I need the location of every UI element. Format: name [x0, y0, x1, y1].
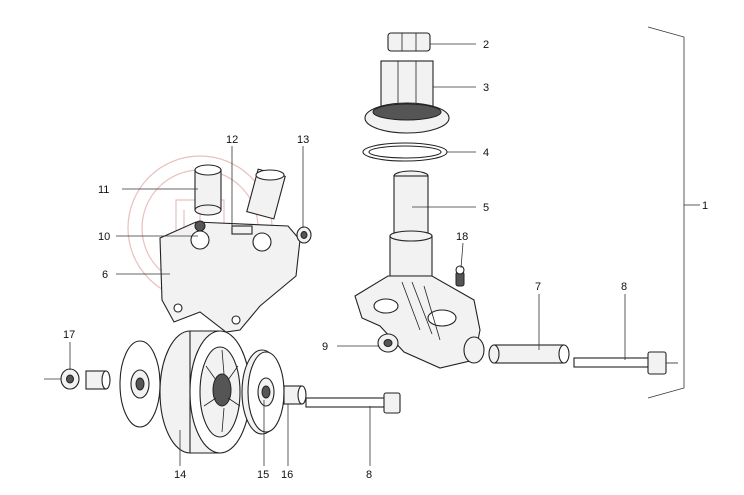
label-3: 3: [483, 82, 489, 94]
part-5-spindle: [389, 170, 433, 277]
label-10: 10: [98, 231, 110, 243]
label-8-upper: 8: [621, 281, 627, 293]
part-16-spacer: [283, 385, 307, 405]
part-6-mounting-plate: [159, 220, 301, 333]
spacer-left: [85, 370, 111, 390]
part-8-axle-bolt: [305, 392, 401, 414]
label-8-lower: 8: [366, 469, 372, 481]
part-8-bolt-upper: [573, 351, 678, 375]
part-3-housing: [364, 60, 450, 134]
label-16: 16: [281, 469, 293, 481]
part-17-nut: [60, 368, 80, 390]
label-13: 13: [297, 134, 309, 146]
cover-disc-left: [119, 340, 161, 428]
part-4-snap-ring: [362, 142, 448, 162]
label-17: 17: [63, 329, 75, 341]
part-11-pins: [194, 164, 286, 220]
label-7: 7: [535, 281, 541, 293]
part-18-grease-nipple: [455, 265, 465, 287]
part-15-bearing: [241, 349, 285, 435]
label-9: 9: [322, 341, 328, 353]
leader-lines: [44, 43, 626, 466]
label-4: 4: [483, 147, 489, 159]
label-2: 2: [483, 39, 489, 51]
label-14: 14: [174, 469, 186, 481]
label-15: 15: [257, 469, 269, 481]
callout-labels: 1 2 3 4 5 6 7 8 9 10 11 12 13 14 15 16 8…: [63, 39, 708, 481]
label-6: 6: [102, 269, 108, 281]
assembly-bracket: [647, 26, 700, 399]
part-9-nut: [377, 333, 399, 353]
part-7-sleeve: [488, 344, 570, 364]
fork-body: [354, 275, 485, 369]
label-11: 11: [98, 184, 109, 196]
label-18: 18: [456, 231, 468, 243]
label-5: 5: [483, 202, 489, 214]
label-12: 12: [226, 134, 238, 146]
part-14-wheel: [159, 330, 251, 454]
part-2-nut: [387, 32, 431, 52]
part-13-nut: [296, 226, 312, 244]
label-1: 1: [702, 200, 708, 212]
